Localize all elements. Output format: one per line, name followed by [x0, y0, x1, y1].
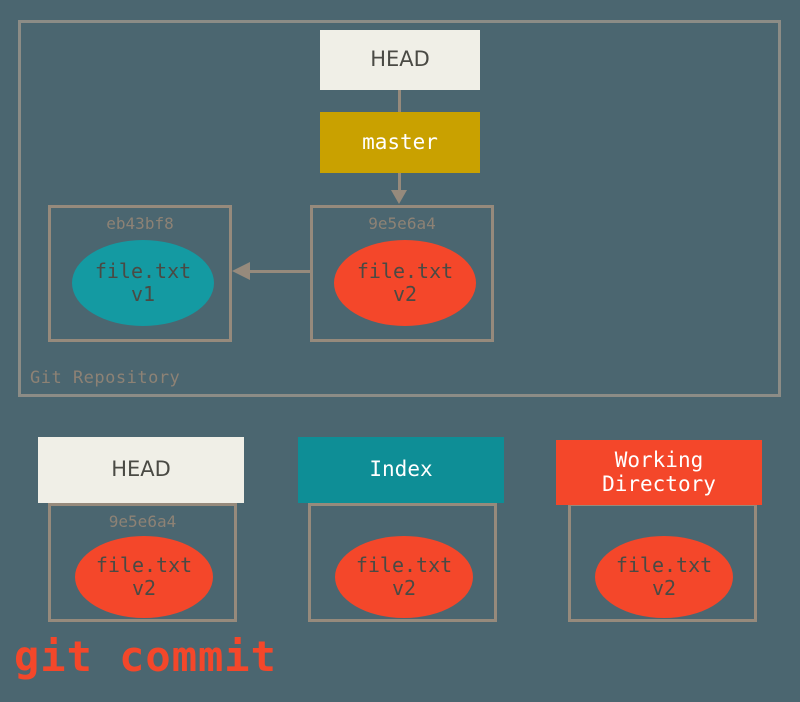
- git-repository-label: Git Repository: [30, 368, 181, 388]
- blob-version: v1: [130, 282, 156, 306]
- blob-file-v2-working: file.txt v2: [595, 536, 733, 618]
- blob-file-v2-head: file.txt v2: [75, 536, 213, 618]
- repo-master-ref-box[interactable]: master: [320, 112, 480, 173]
- area-working-directory-box: file.txt v2: [568, 503, 757, 622]
- area-working-directory-header[interactable]: Working Directory: [556, 440, 762, 505]
- blob-filename: file.txt: [615, 553, 713, 578]
- commit-hash-9e5e6a4: 9e5e6a4: [368, 214, 436, 233]
- blob-filename: file.txt: [94, 259, 192, 284]
- blob-file-v2-repo: file.txt v2: [334, 240, 476, 326]
- arrow-left-icon: [232, 262, 250, 280]
- blob-version: v2: [392, 282, 418, 306]
- area-head-box: 9e5e6a4 file.txt v2: [48, 503, 237, 622]
- git-repository-frame: [18, 20, 781, 397]
- repo-head-ref-label: HEAD: [370, 47, 430, 72]
- blob-filename: file.txt: [95, 553, 193, 578]
- blob-filename: file.txt: [355, 553, 453, 578]
- area-working-directory-label-line1: Working: [614, 447, 704, 472]
- repo-head-ref-box[interactable]: HEAD: [320, 30, 480, 90]
- blob-version: v2: [131, 576, 157, 600]
- area-head-header[interactable]: HEAD: [38, 437, 244, 503]
- area-index-label: Index: [369, 457, 433, 482]
- connector-v2-to-v1: [250, 270, 312, 273]
- area-head-hash: 9e5e6a4: [108, 512, 177, 531]
- connector-head-to-master: [398, 90, 401, 112]
- area-working-directory-label-line2: Directory: [602, 471, 716, 496]
- blob-version: v2: [651, 576, 677, 600]
- blob-file-v1: file.txt v1: [72, 240, 214, 326]
- area-index-box: file.txt v2: [308, 503, 497, 622]
- blob-file-v2-index: file.txt v2: [335, 536, 473, 618]
- commit-hash-eb43bf8: eb43bf8: [106, 214, 174, 233]
- blob-version: v2: [391, 576, 417, 600]
- connector-master-to-commit: [398, 173, 401, 192]
- area-head-label: HEAD: [111, 457, 171, 482]
- commit-box-eb43bf8[interactable]: eb43bf8 file.txt v1: [48, 205, 232, 342]
- command-caption: git commit: [14, 632, 277, 681]
- repo-master-ref-label: master: [362, 129, 438, 154]
- blob-filename: file.txt: [356, 259, 454, 284]
- arrow-down-icon: [391, 190, 407, 204]
- area-index-header[interactable]: Index: [298, 437, 504, 503]
- commit-box-9e5e6a4[interactable]: 9e5e6a4 file.txt v2: [310, 205, 494, 342]
